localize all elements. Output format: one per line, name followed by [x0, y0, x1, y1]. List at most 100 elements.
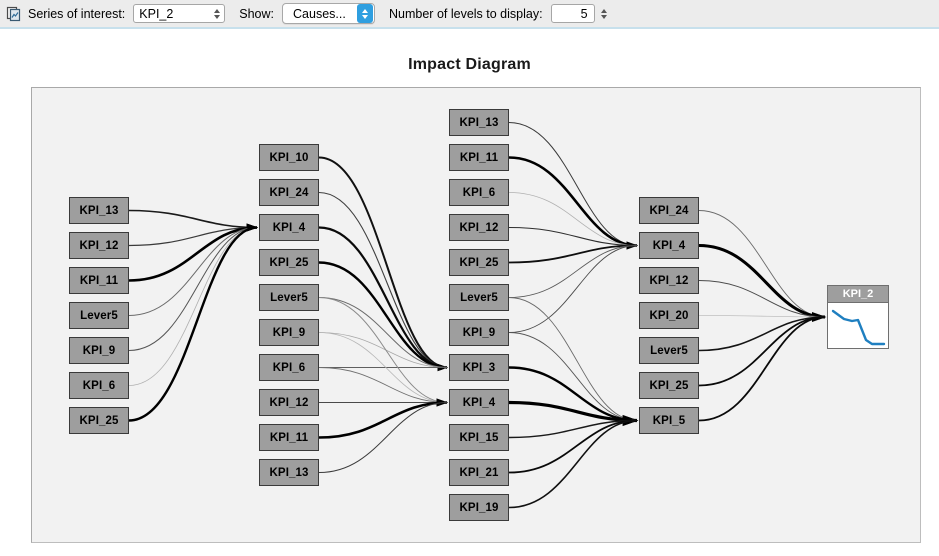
node-label: Lever5: [460, 291, 498, 304]
edge: [318, 261, 449, 372]
edge: [128, 209, 258, 230]
diagram-node-kpi_13[interactable]: KPI_13: [449, 109, 509, 136]
diagram-node-kpi_4[interactable]: KPI_4: [449, 389, 509, 416]
stepper-up-icon: [213, 8, 220, 13]
node-label: KPI_12: [649, 274, 689, 287]
diagram-node-kpi_19[interactable]: KPI_19: [449, 494, 509, 521]
diagram-node-kpi_4[interactable]: KPI_4: [639, 232, 699, 259]
node-label: KPI_12: [269, 396, 309, 409]
node-label: KPI_21: [459, 466, 499, 479]
toolbar: Series of interest: KPI_2 Show: Causes..…: [0, 0, 939, 27]
edge: [318, 367, 448, 404]
diagram-node-kpi_25[interactable]: KPI_25: [259, 249, 319, 276]
show-value: Causes...: [293, 6, 346, 21]
node-label: KPI_12: [459, 221, 499, 234]
diagram-node-kpi_6[interactable]: KPI_6: [449, 179, 509, 206]
stepper-down-icon: [601, 14, 608, 19]
popup-arrows-icon: [357, 4, 374, 23]
edge-layer: [128, 122, 827, 509]
diagram-node-kpi_9[interactable]: KPI_9: [449, 319, 509, 346]
popup-up-icon: [362, 8, 369, 13]
diagram-node-lever5[interactable]: Lever5: [259, 284, 319, 311]
diagram-node-kpi_12[interactable]: KPI_12: [449, 214, 509, 241]
diagram-node-kpi_10[interactable]: KPI_10: [259, 144, 319, 171]
diagram-node-kpi_6[interactable]: KPI_6: [259, 354, 319, 381]
edge: [698, 315, 826, 318]
levels-label: Number of levels to display:: [389, 6, 543, 21]
diagram-node-kpi_13[interactable]: KPI_13: [69, 197, 129, 224]
edge: [318, 226, 448, 371]
node-label: KPI_25: [269, 256, 309, 269]
diagram-node-kpi_25[interactable]: KPI_25: [69, 407, 129, 434]
node-label: KPI_11: [269, 431, 309, 444]
diagram-node-kpi_9[interactable]: KPI_9: [259, 319, 319, 346]
edge: [508, 400, 639, 427]
levels-input[interactable]: 5: [550, 4, 595, 23]
diagram-node-kpi_24[interactable]: KPI_24: [639, 197, 699, 224]
node-label: KPI_11: [459, 151, 499, 164]
edge: [508, 156, 639, 250]
node-label: KPI_24: [649, 204, 689, 217]
page-title: Impact Diagram: [408, 56, 531, 73]
diagram-node-kpi_3[interactable]: KPI_3: [449, 354, 509, 381]
show-popup-button[interactable]: Causes...: [282, 3, 376, 24]
levels-stepper[interactable]: [599, 5, 610, 22]
diagram-node-lever5[interactable]: Lever5: [639, 337, 699, 364]
diagram-node-kpi_20[interactable]: KPI_20: [639, 302, 699, 329]
diagram-node-lever5[interactable]: Lever5: [449, 284, 509, 311]
node-label: KPI_9: [272, 326, 306, 339]
edge: [128, 226, 258, 316]
diagram-node-kpi_11[interactable]: KPI_11: [259, 424, 319, 451]
edge: [698, 280, 826, 319]
series-document-icon[interactable]: [6, 6, 22, 22]
diagram-node-kpi_12[interactable]: KPI_12: [259, 389, 319, 416]
node-label: KPI_6: [82, 379, 116, 392]
series-stepper[interactable]: [211, 5, 222, 22]
edge: [698, 314, 826, 352]
edge: [318, 297, 448, 369]
series-of-interest-combo[interactable]: KPI_2: [133, 4, 226, 23]
edge: [318, 191, 448, 369]
stepper-down-icon: [213, 14, 220, 19]
diagram-node-kpi_4[interactable]: KPI_4: [259, 214, 319, 241]
edge: [508, 244, 638, 298]
diagram-node-kpi_25[interactable]: KPI_25: [449, 249, 509, 276]
node-label: KPI_25: [459, 256, 499, 269]
diagram-node-kpi_21[interactable]: KPI_21: [449, 459, 509, 486]
node-label: KPI_13: [269, 466, 309, 479]
diagram-node-kpi_25[interactable]: KPI_25: [639, 372, 699, 399]
node-label: KPI_9: [82, 344, 116, 357]
diagram-node-kpi_9[interactable]: KPI_9: [69, 337, 129, 364]
edge: [128, 223, 259, 282]
edge: [508, 192, 638, 247]
popup-down-icon: [362, 14, 369, 19]
diagram-node-kpi_11[interactable]: KPI_11: [449, 144, 509, 171]
diagram-node-kpi_12[interactable]: KPI_12: [639, 267, 699, 294]
node-label: KPI_13: [459, 116, 499, 129]
edge: [128, 223, 259, 422]
edge: [508, 418, 638, 509]
node-label: Lever5: [270, 291, 308, 304]
diagram-node-kpi_24[interactable]: KPI_24: [259, 179, 319, 206]
node-label: KPI_25: [79, 414, 119, 427]
diagram-node-lever5[interactable]: Lever5: [69, 302, 129, 329]
diagram-node-kpi_6[interactable]: KPI_6: [69, 372, 129, 399]
show-label: Show:: [239, 6, 275, 21]
node-label: KPI_12: [79, 239, 119, 252]
stepper-up-icon: [601, 8, 608, 13]
diagram-node-kpi_13[interactable]: KPI_13: [259, 459, 319, 486]
diagram-node-kpi_5[interactable]: KPI_5: [639, 407, 699, 434]
node-label: KPI_4: [272, 221, 306, 234]
edge: [508, 226, 638, 247]
diagram-node-kpi_11[interactable]: KPI_11: [69, 267, 129, 294]
node-label: KPI_4: [652, 239, 686, 252]
diagram-node-kpi_15[interactable]: KPI_15: [449, 424, 509, 451]
sparkline-path: [831, 309, 886, 346]
edge: [508, 243, 638, 264]
node-label: KPI_3: [462, 361, 496, 374]
diagram-node-kpi_12[interactable]: KPI_12: [69, 232, 129, 259]
levels-value: 5: [580, 6, 588, 21]
target-node-kpi_2[interactable]: KPI_2: [827, 285, 889, 349]
edge: [508, 122, 638, 247]
